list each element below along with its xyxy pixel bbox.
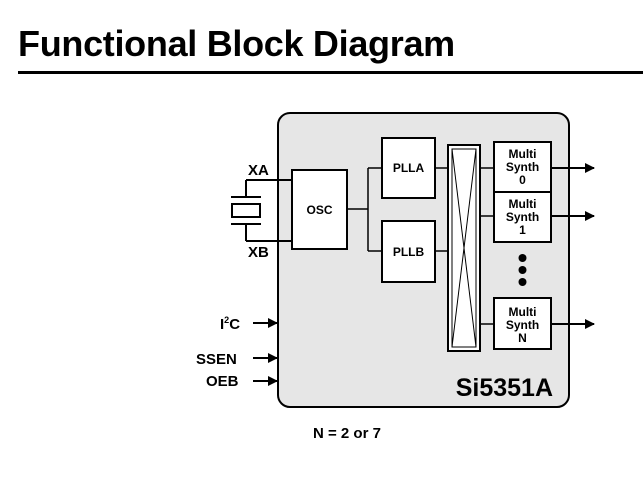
pin-label-ssen: SSEN [196, 351, 237, 368]
ellipsis-dots [518, 254, 527, 286]
osc-to-pll-wires [347, 167, 382, 252]
multisynth-0-line1: Multi [509, 147, 537, 161]
output-arrows [551, 163, 595, 329]
input-arrows [253, 318, 278, 386]
multisynth-0-line3: 0 [519, 173, 526, 187]
multisynth-0-line2: Synth [506, 160, 539, 174]
plla-label: PLLA [393, 161, 425, 175]
osc-label: OSC [306, 203, 332, 217]
crosspoint-switch [447, 144, 481, 352]
pin-label-oeb: OEB [206, 373, 239, 390]
page-title: Functional Block Diagram [18, 23, 455, 64]
osc-block [291, 169, 348, 250]
pllb-label: PLLB [393, 245, 425, 259]
pll-to-crosspoint-wires [435, 167, 448, 252]
footnote: N = 2 or 7 [313, 425, 381, 442]
multisynth-1-line1: Multi [509, 197, 537, 211]
pllb-block [381, 220, 436, 283]
multisynth-1-line3: 1 [519, 223, 526, 237]
pin-label-xa: XA [248, 162, 269, 179]
crosspoint-to-multisynth-wires [480, 167, 494, 325]
multisynth-n-line2: Synth [506, 318, 539, 332]
multisynth-1-line2: Synth [506, 210, 539, 224]
pin-label-xb: XB [248, 244, 269, 261]
multisynth-n-line1: Multi [509, 305, 537, 319]
plla-block [381, 137, 436, 199]
multisynth-n-line3: N [518, 331, 527, 345]
chip-name: Si5351A [456, 374, 553, 402]
pin-label-i2c: I2C [220, 315, 240, 333]
crystal-icon [231, 179, 292, 242]
title-rule [18, 71, 643, 74]
